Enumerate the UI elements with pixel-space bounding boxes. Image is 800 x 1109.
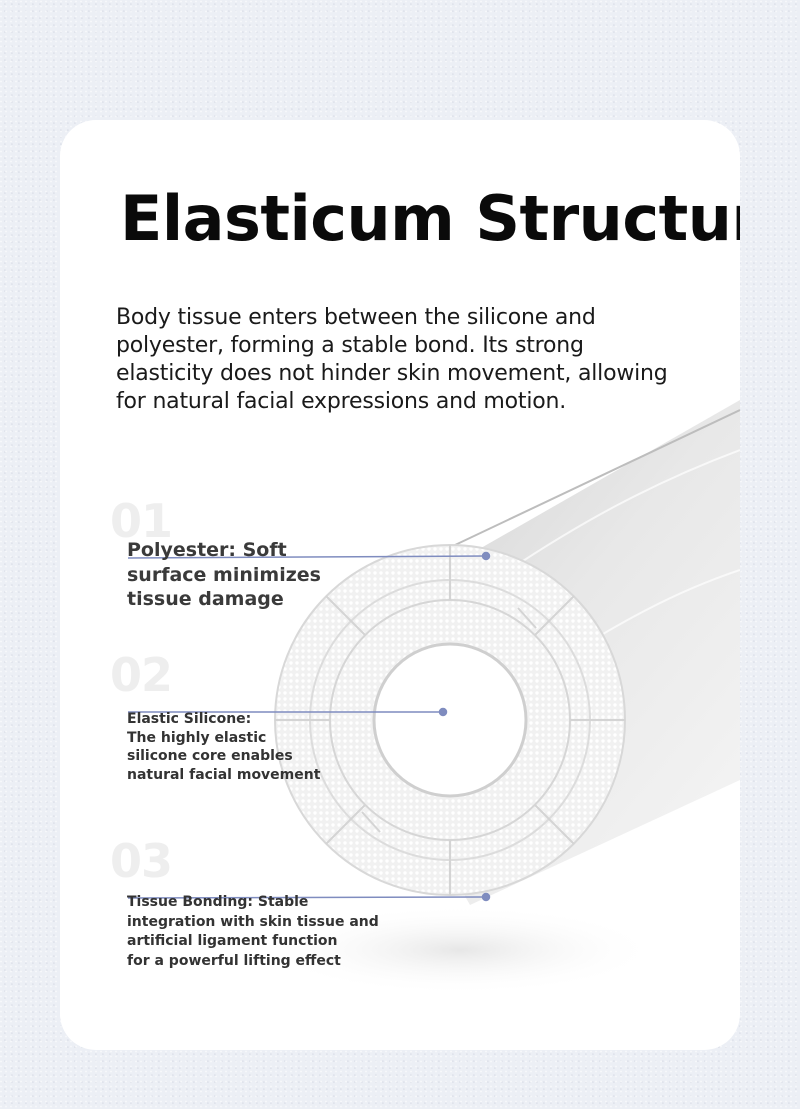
feature-number-01: 01	[110, 494, 173, 548]
callout-lines	[127, 551, 491, 902]
feature-label-01: Polyester: Soft surface minimizes tissue…	[127, 538, 321, 612]
feature-03-line-3: artificial ligament function	[127, 933, 338, 949]
callout-line-03	[127, 896, 487, 899]
feature-01-line-3: tissue damage	[127, 588, 284, 610]
callout-line-01	[127, 555, 487, 559]
feature-label-03: Tissue Bonding: Stable integration with …	[127, 893, 379, 971]
feature-01-line-2: surface minimizes	[127, 563, 321, 586]
page-title: Elasticum Structure	[120, 182, 740, 255]
feature-number-02: 02	[110, 648, 173, 702]
feature-number-03: 03	[110, 834, 173, 888]
content-card: Elasticum Structure Body tissue enters b…	[60, 120, 740, 1050]
feature-03-line-4: for a powerful lifting effect	[127, 952, 341, 969]
feature-label-02: Elastic Silicone: The highly elastic sil…	[127, 710, 320, 784]
callout-dot-02	[438, 707, 448, 717]
tube-cross-section-illustration	[127, 400, 740, 995]
feature-03-line-1: Tissue Bonding: Stable	[127, 894, 309, 910]
callout-dot-03	[481, 892, 491, 902]
callout-dot-01	[481, 551, 491, 561]
feature-02-line-2: The highly elastic	[127, 729, 267, 746]
feature-02-line-4: natural facial movement	[127, 766, 321, 783]
feature-02-line-1: Elastic Silicone:	[127, 711, 252, 727]
tube-shadow	[260, 905, 660, 995]
feature-03-line-2: integration with skin tissue and	[127, 913, 379, 930]
tube-lumen	[372, 642, 528, 798]
feature-02-line-3: silicone core enables	[127, 748, 293, 764]
intro-paragraph: Body tissue enters between the silicone …	[116, 305, 668, 414]
feature-01-line-1: Polyester: Soft	[127, 539, 287, 561]
